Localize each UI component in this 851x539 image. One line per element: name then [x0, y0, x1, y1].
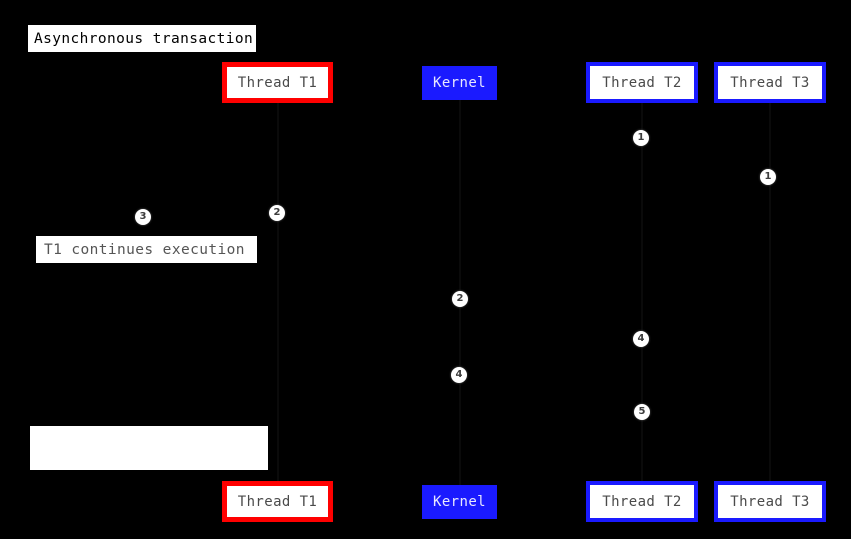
note-blank [30, 426, 268, 470]
step-badge-2-kernel[interactable]: 2 [452, 291, 468, 307]
lifeline-stub-thread-t3 [769, 103, 771, 481]
step-badge-1-t3[interactable]: 1 [760, 169, 776, 185]
step-badge-3-t1[interactable]: 3 [135, 209, 151, 225]
lifeline-header-thread-t1[interactable]: Thread T1 [222, 62, 333, 103]
lifeline-footer-thread-t2[interactable]: Thread T2 [586, 481, 698, 522]
note-t1-continues-execution: T1 continues execution [36, 236, 257, 263]
step-badge-4-t2[interactable]: 4 [633, 331, 649, 347]
lifeline-header-thread-t3[interactable]: Thread T3 [714, 62, 826, 103]
lifeline-footer-thread-t1[interactable]: Thread T1 [222, 481, 333, 522]
step-badge-2-t1[interactable]: 2 [269, 205, 285, 221]
lifeline-footer-kernel[interactable]: Kernel [422, 485, 497, 519]
lifeline-stub-thread-t2 [641, 103, 643, 481]
lifeline-header-thread-t2[interactable]: Thread T2 [586, 62, 698, 103]
step-badge-1-t2[interactable]: 1 [633, 130, 649, 146]
lifeline-header-kernel[interactable]: Kernel [422, 66, 497, 100]
diagram-title: Asynchronous transaction [28, 25, 256, 52]
step-badge-4-kernel[interactable]: 4 [451, 367, 467, 383]
step-badge-5-t2[interactable]: 5 [634, 404, 650, 420]
lifeline-stub-thread-t1 [277, 103, 279, 481]
lifeline-footer-thread-t3[interactable]: Thread T3 [714, 481, 826, 522]
